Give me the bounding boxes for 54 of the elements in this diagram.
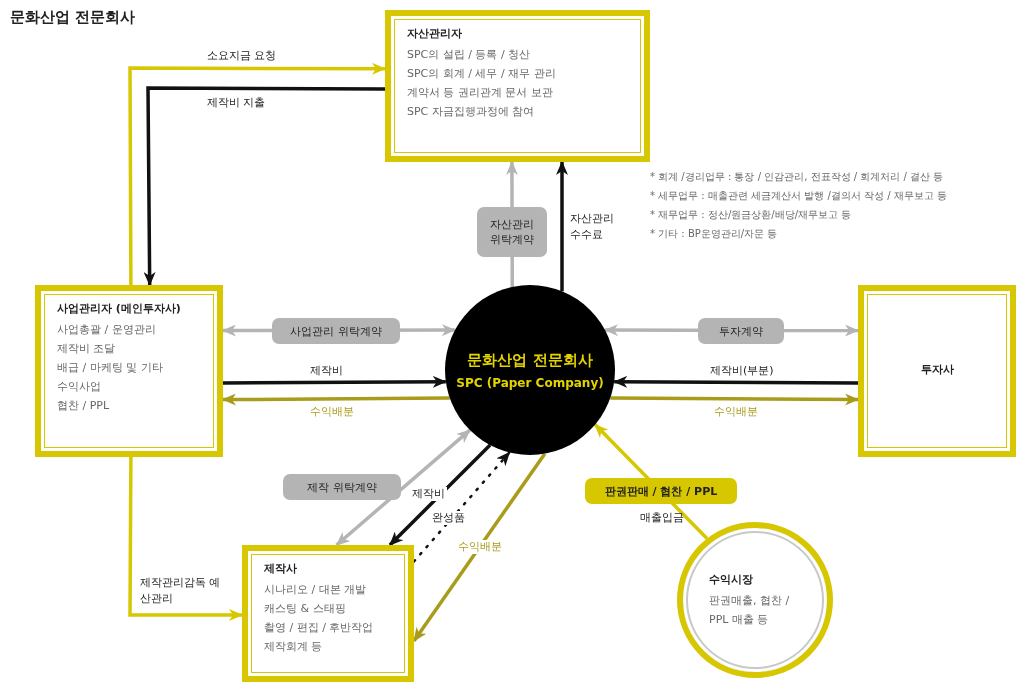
arrow — [613, 375, 858, 388]
box-text: SPC 자금집행과정에 참여 — [407, 104, 536, 120]
box-text: SPC의 설립 / 등록 / 청산 — [407, 47, 532, 63]
edge-label: 수익배분 — [712, 405, 760, 419]
contract-label: 사업관리 위탁계약 — [272, 318, 400, 344]
box-heading: 자산관리자 — [407, 26, 463, 41]
box-heading: 사업관리자 (메인투자사) — [57, 301, 182, 316]
info-box — [35, 285, 223, 457]
arrow — [223, 375, 447, 388]
arrow — [222, 393, 450, 406]
edge-label: 수익배분 — [308, 405, 356, 419]
edge-caption: 매출입금 — [640, 510, 684, 525]
arrow — [556, 161, 568, 292]
arrow — [388, 443, 492, 547]
box-text: 계약서 등 권리관계 문서 보관 — [407, 85, 554, 101]
arrow — [610, 393, 859, 406]
arrow — [143, 86, 385, 286]
edge-label: 완성품 — [430, 511, 467, 525]
contract-label: 자산관리 위탁계약 — [477, 207, 547, 257]
box-heading: 투자사 — [920, 361, 954, 377]
box-text: 수익사업 — [57, 379, 102, 395]
edge-label: 제작비 지출 — [205, 96, 268, 110]
arrow — [335, 428, 472, 547]
diagram-title: 문화산업 전문회사 — [10, 8, 136, 27]
arrow — [128, 457, 243, 621]
contract-label: 제작 위탁계약 — [283, 474, 401, 500]
info-box — [385, 10, 650, 162]
edge-label: 수익배분 — [456, 540, 504, 554]
box-text: 제작비 조달 — [57, 341, 117, 357]
edge-label: 제작비(부분) — [708, 364, 776, 378]
info-box — [858, 285, 1016, 457]
box-text: 협찬 / PPL — [57, 398, 111, 414]
circle-title: 문화산업 전문회사 — [467, 350, 593, 370]
box-text: 제작회계 등 — [264, 639, 324, 655]
circle-subtitle: SPC (Paper Company) — [456, 375, 604, 390]
box-heading: 제작사 — [264, 561, 298, 576]
note-text: * 세무업무 : 매출관련 세금계산서 발행 /결의서 작성 / 재무보고 등 — [650, 189, 947, 203]
box-text: 캐스팅 & 스태핑 — [264, 601, 347, 617]
edge-label: 제작비 — [308, 364, 345, 378]
arrow — [128, 62, 386, 285]
info-box — [242, 545, 414, 682]
circle-text: 판권매출, 협찬 / PPL 매출 등 — [709, 592, 791, 628]
contract-label: 판권판매 / 협찬 / PPL — [585, 478, 737, 504]
box-text: 촬영 / 편집 / 후반작업 — [264, 620, 375, 636]
edge-label: 제작비 — [410, 487, 447, 501]
box-text: 시나리오 / 대본 개발 — [264, 582, 368, 598]
box-text: 사업총괄 / 운영관리 — [57, 322, 157, 338]
circle-heading: 수익시장 — [709, 571, 753, 587]
note-text: * 재무업무 : 정산/원금상환/배당/재무보고 등 — [650, 208, 852, 222]
box-text: SPC의 회계 / 세무 / 재무 관리 — [407, 66, 557, 82]
box-text: 배급 / 마케팅 및 기타 — [57, 360, 164, 376]
note-text: * 기타 : BP운영관리/자문 등 — [650, 227, 778, 241]
contract-label: 투자계약 — [698, 318, 784, 344]
note-text: * 회계 /경리업무 : 통장 / 인감관리, 전표작성 / 회계처리 / 결산 등 — [650, 170, 944, 184]
